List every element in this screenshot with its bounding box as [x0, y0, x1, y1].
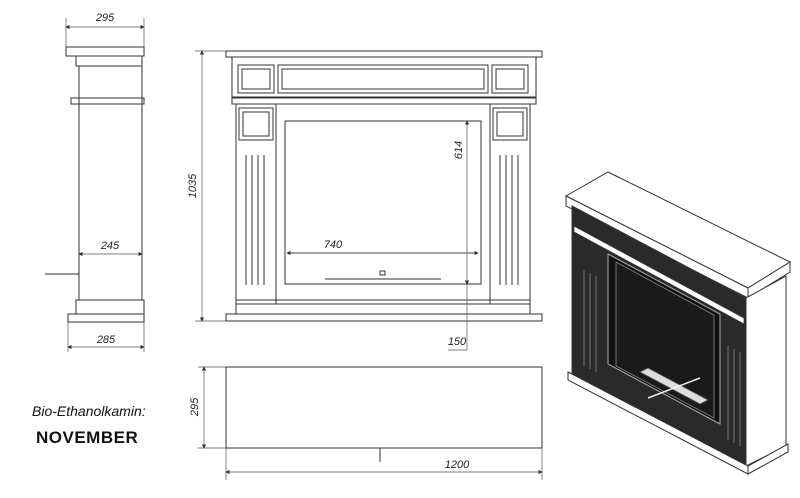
- dim-base-height: 150: [448, 336, 467, 348]
- isometric-view: [564, 171, 792, 475]
- front-view: 1035 740 614 150: [187, 50, 543, 351]
- product-name: NOVEMBER: [36, 428, 139, 447]
- dim-side-top: 295: [95, 12, 115, 24]
- product-type-label: Bio-Ethanolkamin:: [32, 403, 146, 419]
- dim-side-inner: 245: [100, 240, 120, 252]
- dim-firebox-width: 740: [324, 239, 343, 251]
- dim-top-depth: 295: [189, 397, 201, 417]
- side-view: 295 245 285: [45, 12, 145, 352]
- dim-front-height: 1035: [187, 173, 199, 198]
- top-view: 295 1200: [189, 366, 543, 480]
- dim-firebox-height: 614: [453, 141, 465, 159]
- dim-side-base: 285: [96, 334, 116, 346]
- dim-top-width: 1200: [445, 459, 470, 471]
